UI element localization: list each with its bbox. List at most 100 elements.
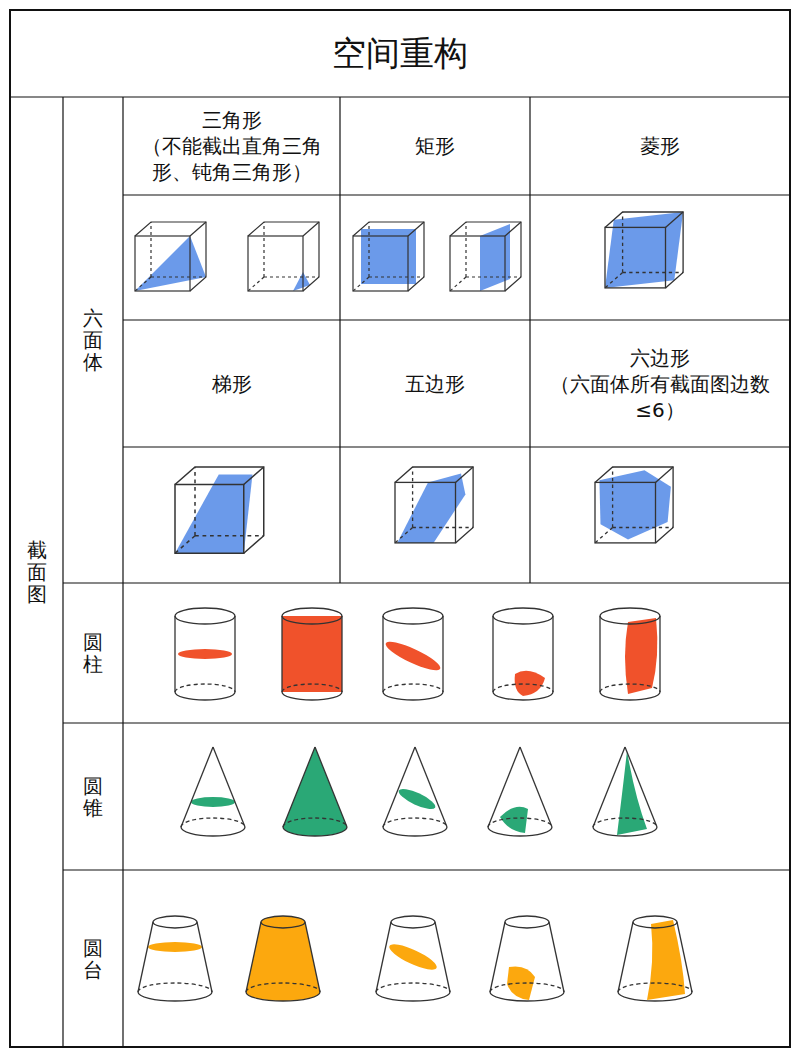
cell-label: 圆柱: [83, 631, 103, 675]
illustration-stroke: [283, 747, 347, 836]
illustration-stroke: [339, 97, 340, 583]
illustration-stroke: [175, 475, 253, 554]
illustration-stroke: [353, 222, 424, 291]
illustration-stroke: [283, 747, 347, 836]
illustration-stroke: [618, 916, 692, 1001]
illustration-stroke: [529, 97, 530, 583]
illustration-stroke: [595, 467, 673, 543]
illustration-stroke: [600, 608, 660, 700]
cone-sections: [181, 747, 657, 836]
illustration-stroke: [181, 747, 245, 836]
illustration-stroke: [595, 467, 673, 543]
table-grid: [10, 10, 790, 1047]
illustration-stroke: [488, 747, 552, 836]
cell-label: 梯形: [212, 371, 252, 397]
illustration-stroke: [493, 608, 553, 700]
illustration-stroke: [490, 916, 564, 1001]
illustration-stroke: [376, 916, 450, 1001]
table-cell: 六边形（六面体所有截面图边数≤6）: [530, 320, 790, 447]
illustration-stroke: [63, 869, 790, 870]
frustum-sections: [138, 916, 692, 1001]
illustration-stroke: [175, 467, 264, 553]
illustration-stroke: [625, 618, 657, 694]
illustration-stroke: [181, 747, 245, 836]
cell-label: 圆台: [83, 937, 103, 981]
illustration-stroke: [450, 222, 521, 291]
cell-label: 五边形: [405, 371, 465, 397]
illustration-stroke: [10, 97, 790, 1047]
cell-label: 菱形: [640, 133, 680, 159]
illustration-stroke: [135, 236, 206, 291]
illustration-stroke: [515, 671, 545, 696]
table-cell: 圆台: [63, 870, 123, 1047]
illustration-stroke: [175, 608, 235, 700]
illustration-stroke: [353, 222, 424, 291]
illustration-stroke: [246, 916, 320, 1001]
illustration-stroke: [605, 212, 683, 288]
cell-label: 圆锥: [83, 775, 103, 819]
illustration-stroke: [386, 940, 439, 975]
illustration-stroke: [123, 319, 790, 320]
cell-label: （不能截出直角三角形、钝角三角形）: [129, 133, 334, 185]
cell-label: 六面体: [83, 307, 103, 373]
illustration-stroke: [488, 747, 552, 836]
illustration-stroke: [191, 797, 235, 807]
cell-label: （六面体所有截面图边数≤6）: [536, 371, 784, 423]
illustration-stroke: [593, 747, 657, 836]
illustration-stroke: [62, 97, 63, 1047]
illustration-stroke: [10, 96, 790, 97]
illustration-stroke: [395, 467, 473, 543]
illustration-stroke: [135, 222, 206, 291]
illustration-stroke: [175, 467, 264, 553]
illustration-stroke: [282, 608, 342, 700]
illustration-stroke: [500, 807, 528, 833]
title-cell: 空间重构: [10, 10, 790, 97]
illustration-stroke: [618, 916, 692, 1001]
illustration-stroke: [605, 212, 683, 288]
illustration-stroke: [246, 916, 320, 1001]
illustration-stroke: [248, 222, 319, 291]
illustration-stroke: [63, 582, 790, 583]
illustration-stroke: [138, 916, 212, 1001]
illustration-stroke: [293, 272, 310, 291]
cell-label: 六边形: [630, 345, 690, 371]
illustration-stroke: [383, 637, 443, 675]
illustration-stroke: [395, 467, 473, 543]
illustration-stroke: [175, 608, 235, 700]
cell-label: 截面图: [27, 539, 47, 605]
illustration-stroke: [490, 916, 564, 1001]
illustration-stroke: [600, 608, 660, 700]
illustration-stroke: [248, 222, 319, 291]
illustration-stroke: [138, 916, 212, 1001]
illustration-stroke: [383, 608, 443, 700]
illustration-stroke: [605, 212, 683, 288]
table-cell: 矩形: [340, 97, 530, 195]
cylinder-sections: [175, 608, 660, 700]
table-cell: 三角形（不能截出直角三角形、钝角三角形）: [123, 97, 340, 195]
illustration-stroke: [148, 942, 202, 952]
illustration-stroke: [383, 747, 447, 836]
illustration-stroke: [135, 222, 206, 291]
illustration-stroke: [282, 608, 342, 700]
table-cell: 梯形: [123, 320, 340, 447]
table-cell: 菱形: [530, 97, 790, 195]
illustration-stroke: [593, 747, 657, 836]
title-text: 空间重构: [332, 31, 468, 75]
illustration-stroke: [376, 916, 450, 1001]
table-cell: 截面图: [10, 97, 63, 1047]
illustration-stroke: [383, 608, 443, 700]
illustration-stroke: [493, 608, 553, 700]
table-cell: 六面体: [63, 97, 123, 583]
illustration-stroke: [122, 97, 123, 1047]
table-cell: 圆锥: [63, 723, 123, 870]
illustration-stroke: [283, 747, 347, 836]
illustration-stroke: [123, 446, 790, 447]
table-cell: 圆柱: [63, 583, 123, 723]
table-cell: 五边形: [340, 320, 530, 447]
illustration-stroke: [383, 747, 447, 836]
cell-label: 矩形: [415, 133, 455, 159]
illustration-stroke: [63, 722, 790, 723]
illustration-stroke: [10, 10, 790, 1047]
